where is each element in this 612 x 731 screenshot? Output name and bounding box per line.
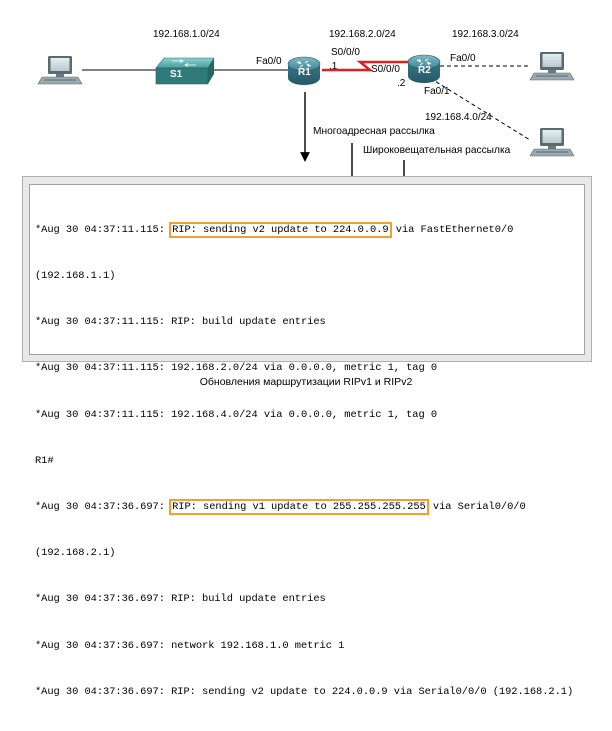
- router2-label: R2: [418, 65, 431, 76]
- network-topology: S1 R1 R2 192.168.1.0/24 192.168.2.0/24 1…: [37, 29, 575, 285]
- console-output: *Aug 30 04:37:11.115: RIP: sending v2 up…: [29, 184, 585, 698]
- log-line-4: *Aug 30 04:37:11.115: 192.168.2.0/24 via…: [35, 362, 438, 375]
- log-line-2: (192.168.1.1): [35, 270, 116, 283]
- figure-caption: Обновления маршрутизации RIPv1 и RIPv2: [199, 376, 413, 388]
- pc1-desktop-computer-icon: [37, 56, 83, 85]
- log-line-1: *Aug 30 04:37:11.115: RIP: sending v2 up…: [35, 221, 582, 238]
- pc3-desktop-computer-icon: [529, 52, 575, 81]
- link-r2-pc4: [429, 77, 531, 141]
- network-label-3: 192.168.3.0/24: [452, 29, 519, 40]
- log-line-5: *Aug 30 04:37:11.115: 192.168.4.0/24 via…: [35, 408, 438, 421]
- network-label-4: 192.168.4.0/24: [425, 112, 492, 123]
- r2-host-label: .2: [397, 78, 406, 89]
- r1-host-label: .1: [329, 61, 338, 72]
- r2-s000-label: S0/0/0: [371, 64, 400, 75]
- multicast-update-highlight: RIP: sending v2 update to 224.0.0.9: [169, 221, 392, 238]
- r1-s000-label: S0/0/0: [331, 47, 360, 58]
- r2-fa01-label: Fa0/1: [424, 86, 450, 97]
- debug-log: *Aug 30 04:37:11.115: RIP: sending v2 up…: [35, 192, 582, 731]
- router-r1-router-icon: [287, 56, 321, 85]
- broadcast-update-highlight: RIP: sending v1 update to 255.255.255.25…: [169, 499, 429, 516]
- log-line-6-prompt: R1#: [35, 454, 54, 467]
- log-line-10: *Aug 30 04:37:36.697: network 192.168.1.…: [35, 639, 345, 652]
- r1-fa00-label: Fa0/0: [256, 56, 282, 67]
- r2-fa00-label: Fa0/0: [450, 53, 476, 64]
- router1-label: R1: [298, 67, 311, 78]
- log-line-7-suffix: via Serial0/0/0: [426, 501, 526, 514]
- pc4-desktop-computer-icon: [529, 128, 575, 157]
- switch-label: S1: [170, 69, 183, 80]
- log-line-8: (192.168.2.1): [35, 547, 116, 560]
- log-line-7-prefix: *Aug 30 04:37:36.697:: [35, 501, 172, 514]
- log-line-1-prefix: *Aug 30 04:37:11.115:: [35, 223, 172, 236]
- router-r2-router-icon: [407, 54, 441, 83]
- log-line-9: *Aug 30 04:37:36.697: RIP: build update …: [35, 593, 326, 606]
- network-label-2: 192.168.2.0/24: [329, 29, 396, 40]
- network-label-1: 192.168.1.0/24: [153, 29, 220, 40]
- router-console-window: *Aug 30 04:37:11.115: RIP: sending v2 up…: [22, 176, 592, 698]
- log-line-11: *Aug 30 04:37:36.697: RIP: sending v2 up…: [35, 685, 574, 698]
- link-serial-r1-r2: [322, 60, 408, 72]
- broadcast-callout: Широковещательная рассылка: [363, 145, 511, 156]
- log-line-1-suffix: via FastEthernet0/0: [389, 223, 514, 236]
- links: [82, 60, 531, 141]
- log-line-7: *Aug 30 04:37:36.697: RIP: sending v1 up…: [35, 499, 582, 516]
- switch-s1-switch-icon: [155, 57, 215, 85]
- multicast-callout: Многоадресная рассылка: [313, 126, 435, 137]
- log-line-3: *Aug 30 04:37:11.115: RIP: build update …: [35, 316, 326, 329]
